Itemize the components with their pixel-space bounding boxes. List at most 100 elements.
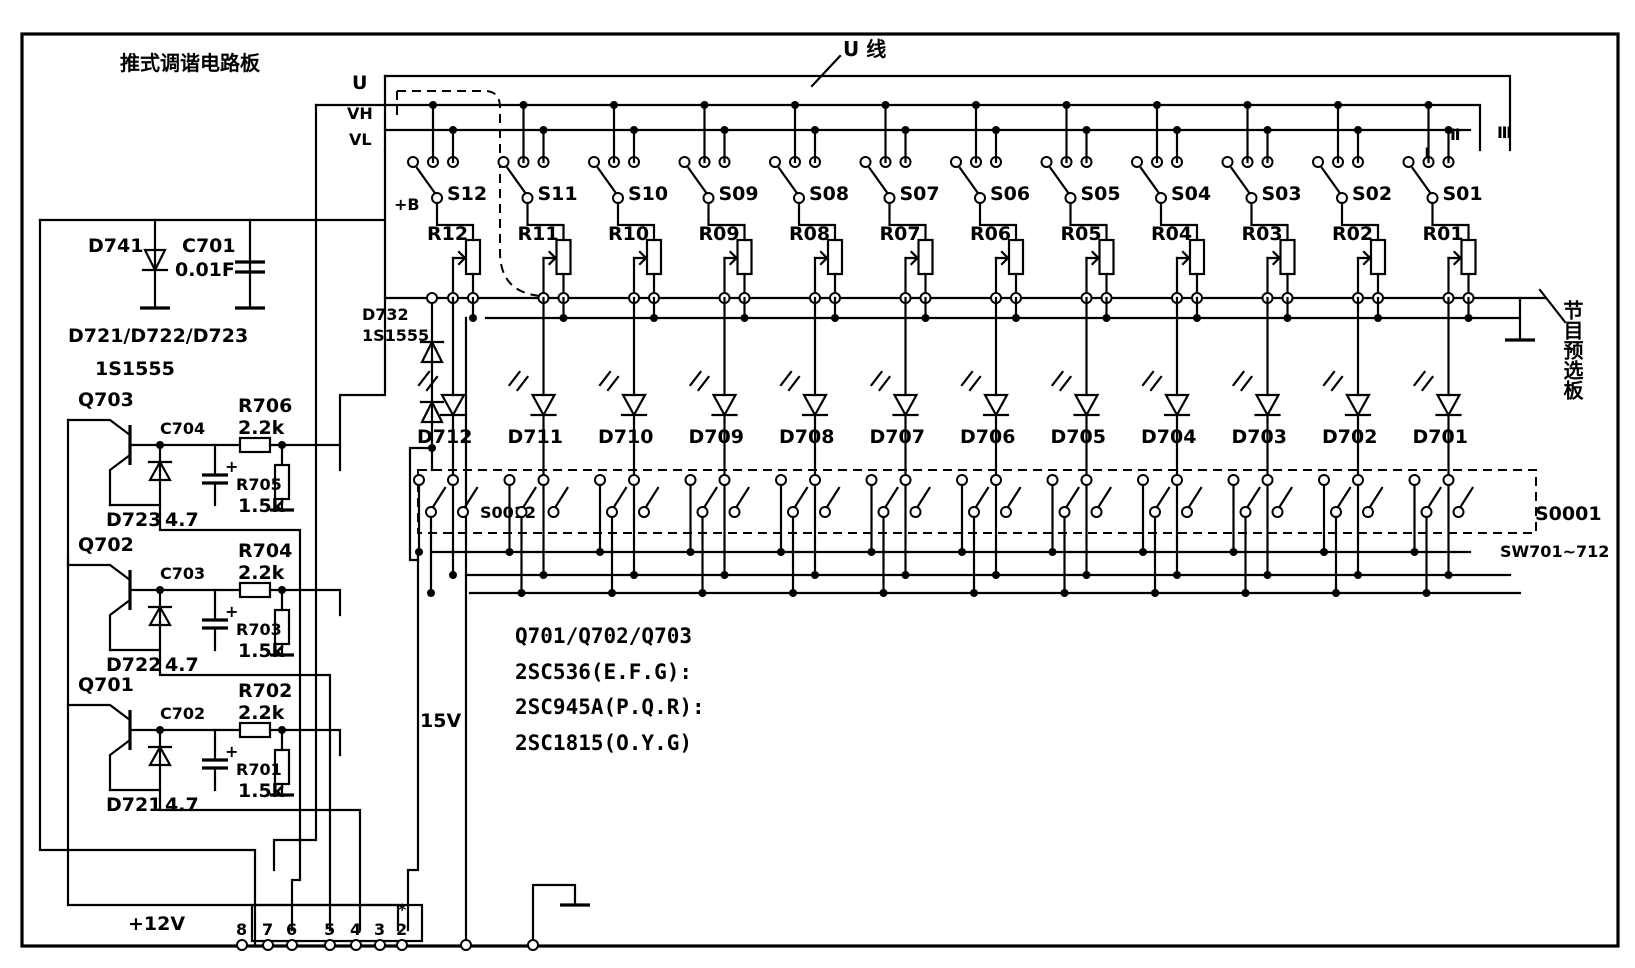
- indicator-led-label: D703: [1232, 426, 1287, 448]
- led-light-arrows: [1141, 370, 1163, 392]
- push-switch-lever: [1424, 486, 1443, 512]
- indicator-led-label: D704: [1141, 426, 1196, 448]
- base-resistor-label: R706: [238, 395, 292, 417]
- switch-terminal: [769, 156, 781, 168]
- capacitor-value: 4.7: [165, 509, 199, 531]
- load-resistor-label: R705: [236, 475, 282, 494]
- preset-potentiometer: [645, 238, 663, 276]
- switch-terminal: [1064, 192, 1077, 204]
- band-switch-lever: [596, 166, 620, 198]
- preset-resistor-label: R11: [518, 223, 559, 245]
- band-switch-label: S07: [900, 183, 940, 205]
- connector-pin-8: 8: [236, 920, 248, 951]
- push-switch-lever: [429, 486, 447, 512]
- band-switch-lever: [867, 166, 892, 198]
- connector-pin-label: 5: [324, 920, 335, 939]
- led-light-arrows: [1231, 370, 1254, 392]
- connector-pin-label: 3: [374, 920, 385, 939]
- transistor-label: Q703: [78, 389, 134, 411]
- transistor-note-line-4: 2SC1815(O.Y.G): [515, 731, 692, 755]
- base-resistor: [238, 436, 272, 454]
- transistor-label: Q701: [78, 674, 134, 696]
- led-light-arrows: [688, 370, 711, 392]
- connector-pin-label: 2: [396, 920, 407, 939]
- push-switch-lever: [1275, 486, 1294, 512]
- board-outline: [20, 32, 1620, 948]
- u-line-leader: [810, 54, 842, 88]
- indicator-led-label: D711: [508, 426, 563, 448]
- switch-label-first: S0012: [480, 503, 536, 522]
- led-light-arrows: [598, 370, 620, 392]
- indicator-led: [711, 393, 738, 418]
- d741-label: D741: [88, 235, 143, 257]
- indicator-led-label: D701: [1413, 426, 1468, 448]
- preset-potentiometer: [1188, 238, 1206, 276]
- base-resistor-value: 2.2k: [238, 702, 285, 724]
- preset-potentiometer: [736, 238, 753, 276]
- zener-label: D723: [106, 509, 161, 531]
- capacitor-label: C703: [160, 564, 205, 583]
- band-switch-label: S02: [1352, 183, 1392, 205]
- indicator-led-label: D705: [1051, 426, 1106, 448]
- indicator-led: [440, 393, 466, 418]
- switch-label-last: S0001: [1535, 503, 1602, 525]
- preset-potentiometer: [1007, 238, 1025, 276]
- push-switch-lever: [913, 486, 932, 512]
- load-resistor-value: 1.5k: [238, 495, 285, 517]
- push-switch-lever: [1243, 486, 1262, 512]
- indicator-led: [1073, 393, 1100, 418]
- preset-resistor-label: R05: [1061, 223, 1102, 245]
- connector-terminal-extra: [527, 939, 539, 951]
- indicator-led: [1345, 393, 1371, 418]
- led-light-arrows: [507, 370, 530, 392]
- preset-potentiometer: [826, 238, 844, 276]
- connector-pin-terminal: [324, 939, 336, 951]
- indicator-led-label: D702: [1322, 426, 1377, 448]
- indicator-led-label: D709: [689, 426, 744, 448]
- electrolytic-capacitor: [202, 758, 228, 770]
- band-switch-lever: [505, 166, 530, 198]
- push-switch-lever: [1153, 486, 1171, 512]
- led-light-arrows: [869, 370, 892, 392]
- preset-resistor-label: R09: [699, 223, 740, 245]
- switch-terminal: [521, 192, 534, 204]
- base-resistor-label: R704: [238, 540, 292, 562]
- preset-channels: S12R12D712S11R11D711S10R10D710S09R09D709…: [407, 101, 1483, 597]
- band-switch-lever: [415, 166, 439, 198]
- connector-pin-6: 6: [286, 920, 298, 951]
- led-light-arrows: [417, 370, 439, 392]
- connector-pin-label: 8: [236, 920, 247, 939]
- indicator-led: [621, 393, 647, 418]
- zener-label: D722: [106, 654, 161, 676]
- indicator-led: [802, 393, 828, 418]
- preset-resistor-label: R07: [880, 223, 921, 245]
- indicator-led: [1164, 393, 1190, 418]
- zener-diode: [148, 744, 172, 767]
- indicator-led: [1254, 393, 1281, 418]
- preset-potentiometer: [555, 238, 572, 276]
- push-switch-lever: [1334, 486, 1352, 512]
- base-resistor-value: 2.2k: [238, 417, 285, 439]
- switch-terminal: [1040, 156, 1053, 168]
- indicator-led-label: D710: [598, 426, 653, 448]
- band-mark-iii: Ⅲ: [1497, 123, 1512, 142]
- base-resistor-value: 2.2k: [238, 562, 285, 584]
- transistor-note-line-1: Q701/Q702/Q703: [515, 624, 692, 648]
- led-light-arrows: [1412, 370, 1435, 392]
- connector-pin-5: 5: [324, 920, 336, 951]
- load-resistor-value: 1.5k: [238, 640, 285, 662]
- indicator-led-label: D708: [779, 426, 834, 448]
- connector-pin-3: 3: [374, 920, 386, 951]
- band-switch-lever: [958, 166, 982, 198]
- push-switch-lever: [1062, 486, 1081, 512]
- connector-pin-label: 4: [350, 920, 361, 939]
- led-light-arrows: [779, 370, 801, 392]
- band-switch-label: S08: [809, 183, 849, 205]
- preset-potentiometer: [917, 238, 934, 276]
- d741-zener: [141, 248, 169, 273]
